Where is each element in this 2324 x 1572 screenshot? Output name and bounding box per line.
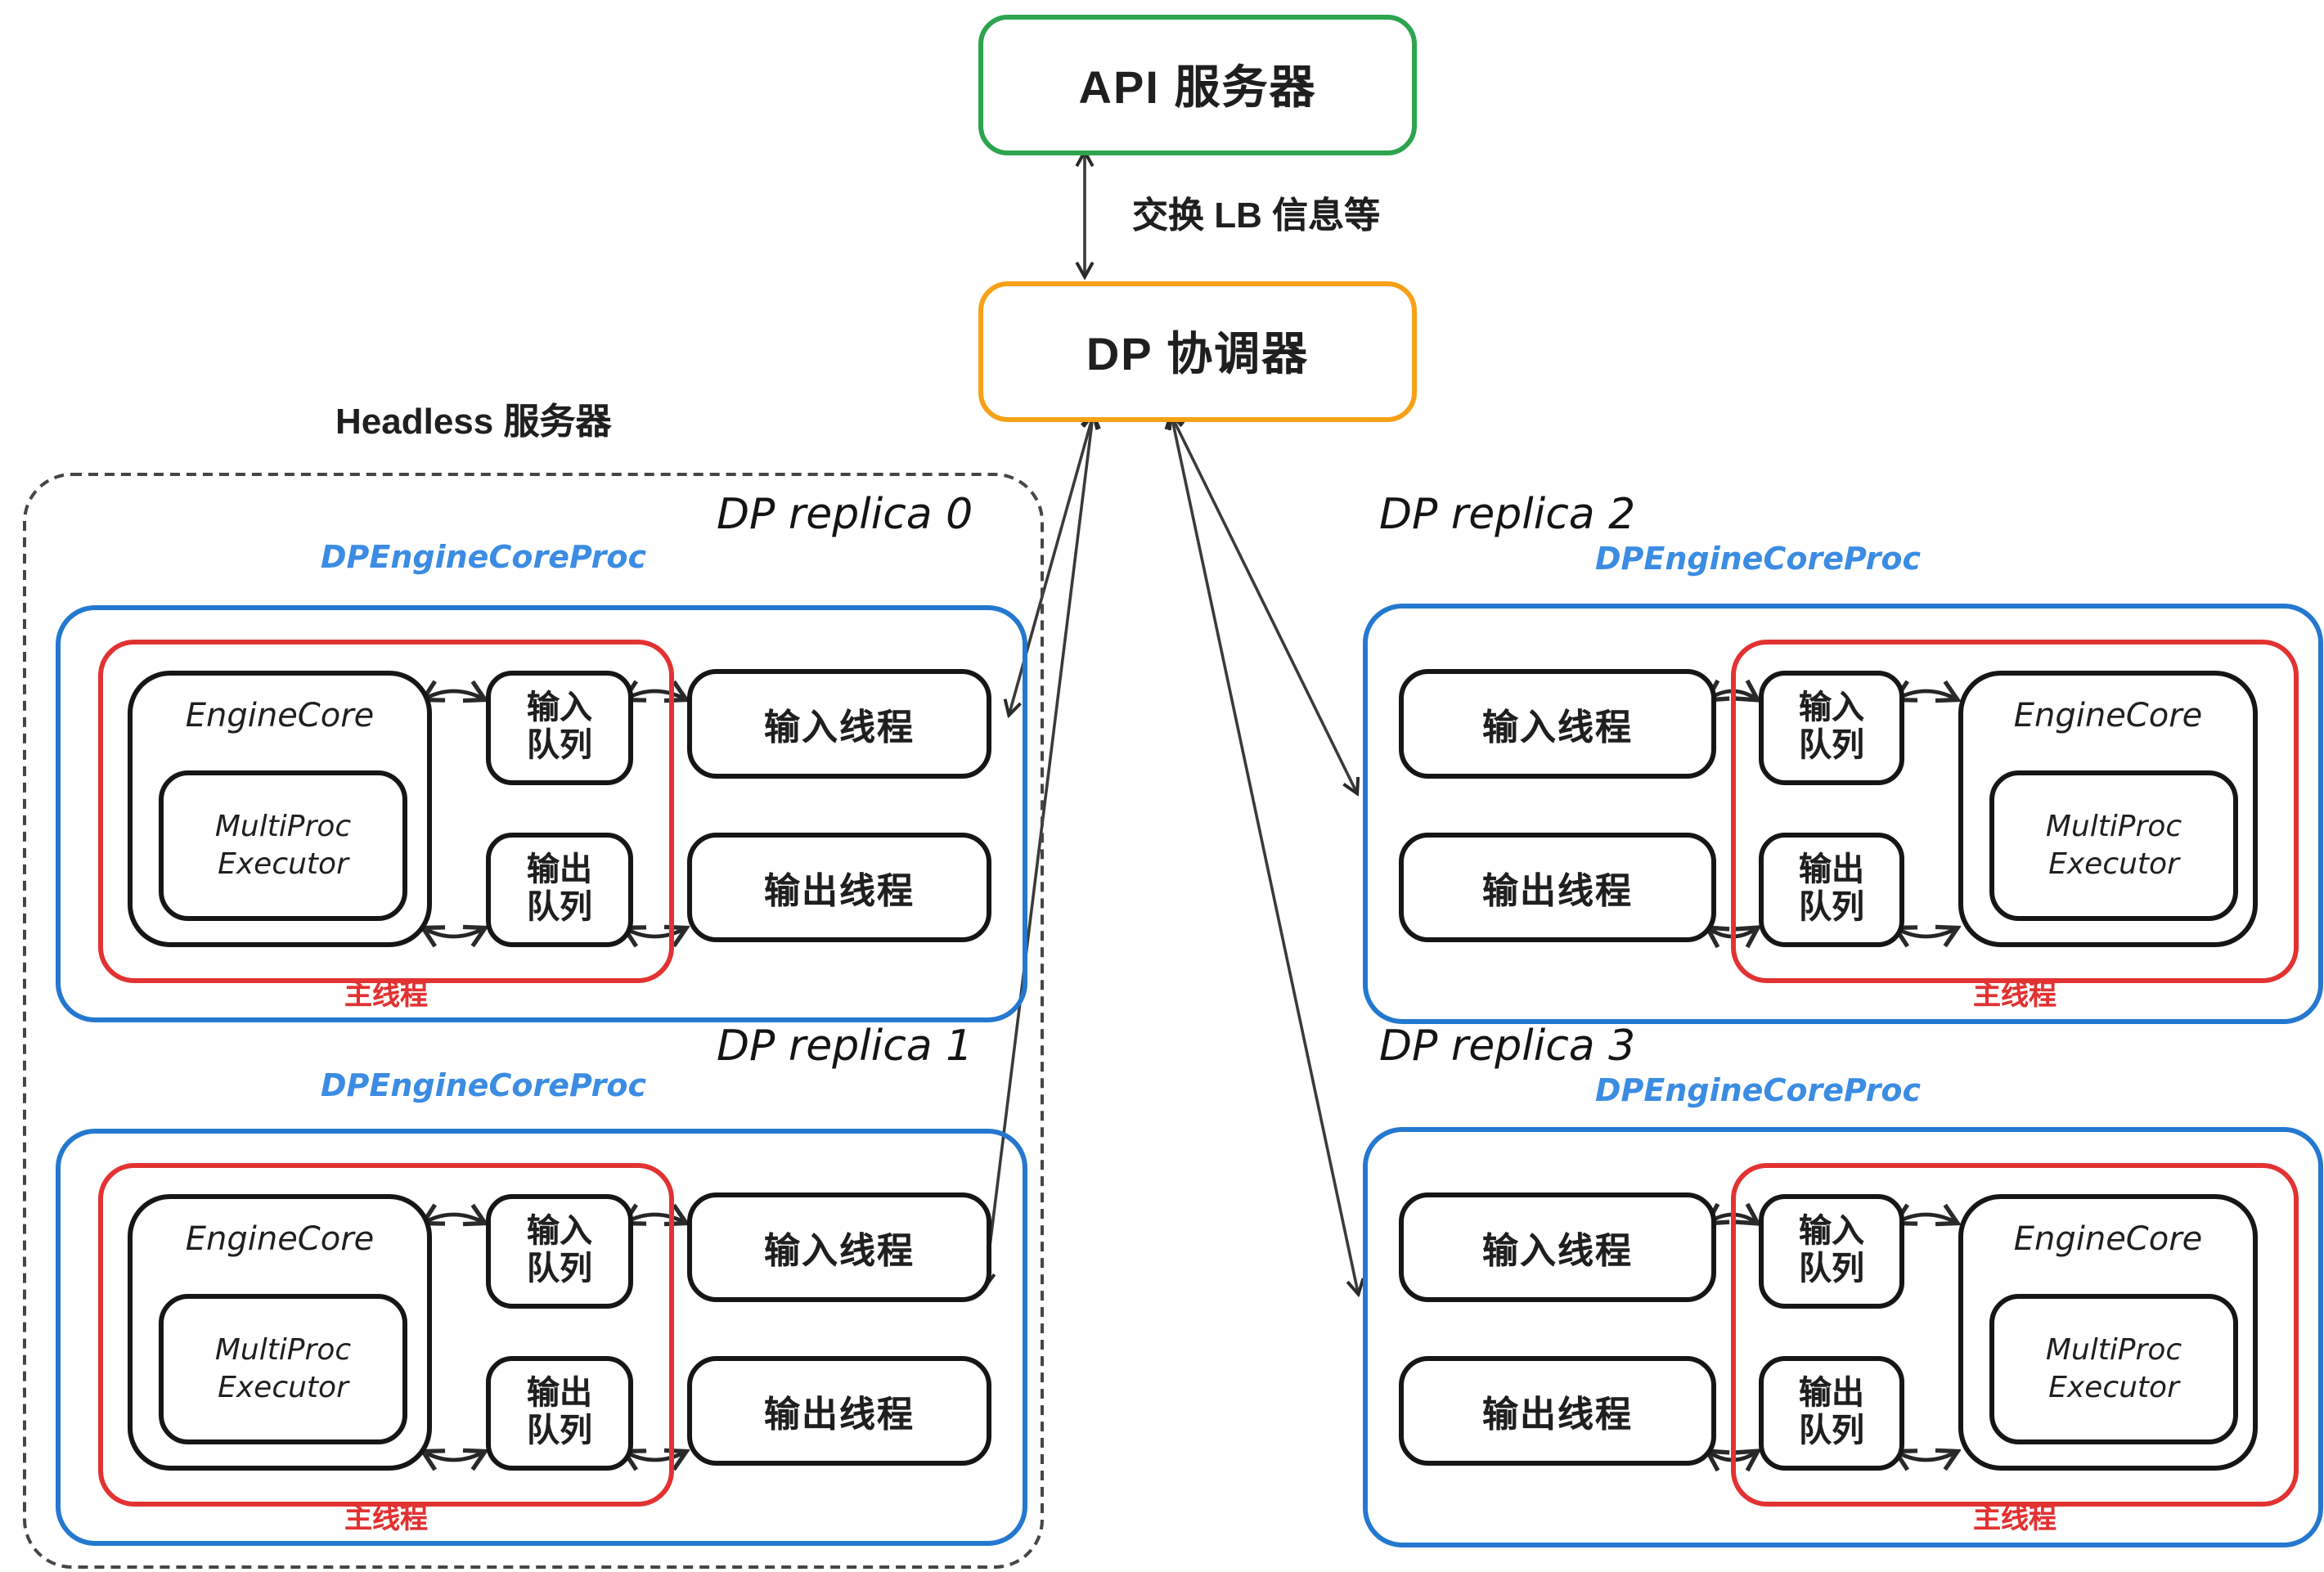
headless-server-label: Headless 服务器 xyxy=(335,401,612,442)
replica-2-output-queue-label: 输出队列 xyxy=(1799,852,1864,926)
replica-2-output-thread-label: 输出线程 xyxy=(1481,869,1633,910)
replica-1-output-queue-box: 输出队列 xyxy=(486,1356,633,1471)
replica-2-multiproc-executor-label: MultiProc Executor xyxy=(2045,809,2182,882)
replica-3-input-thread-label: 输入线程 xyxy=(1481,1229,1633,1270)
arrow-coordinator-replica2 xyxy=(1171,415,1356,792)
replica-3-engine-core-box: EngineCore MultiProc Executor xyxy=(1958,1194,2258,1471)
replica-0-multiproc-executor-label: MultiProc Executor xyxy=(214,809,352,882)
dp-coordinator-label: DP 协调器 xyxy=(1086,329,1310,380)
replica-2-box: 主线程 输入线程 输出线程 输入队列 输出队列 EngineCore Multi… xyxy=(1363,604,2323,1024)
replica-3-output-queue-box: 输出队列 xyxy=(1759,1356,1904,1471)
replica-0-output-queue-box: 输出队列 xyxy=(486,833,633,947)
replica-2-input-queue-box: 输入队列 xyxy=(1759,671,1904,785)
replica-2-multiproc-executor-box: MultiProc Executor xyxy=(1989,770,2238,921)
replica-2-proc-label: DPEngineCoreProc xyxy=(1595,541,1922,577)
replica-0-multiproc-executor-box: MultiProc Executor xyxy=(159,770,407,921)
replica-1-engine-core-label: EngineCore xyxy=(185,1219,375,1258)
replica-1-output-thread-box: 输出线程 xyxy=(687,1356,991,1466)
replica-2-input-thread-label: 输入线程 xyxy=(1481,706,1633,747)
replica-0-box: 主线程 EngineCore MultiProc Executor 输入队列 输… xyxy=(56,605,1027,1022)
replica-3-input-queue-box: 输入队列 xyxy=(1759,1194,1904,1309)
replica-1-input-queue-label: 输入队列 xyxy=(527,1214,592,1287)
replica-3-input-queue-label: 输入队列 xyxy=(1799,1214,1864,1287)
replica-2-main-thread-box: 主线程 xyxy=(1731,640,2299,1011)
arrow-coordinator-replica3 xyxy=(1171,415,1358,1292)
replica-1-main-thread-label: 主线程 xyxy=(344,1503,428,1534)
replica-1-output-queue-label: 输出队列 xyxy=(527,1376,592,1449)
replica-0-main-thread-label: 主线程 xyxy=(344,980,428,1011)
replica-0-output-thread-label: 输出线程 xyxy=(763,869,915,910)
headless-server-group xyxy=(23,473,1044,1569)
api-server-node: API 服务器 xyxy=(978,15,1417,155)
exchange-lb-label: 交换 LB 信息等 xyxy=(1132,195,1381,236)
replica-3-input-thread-box: 输入线程 xyxy=(1399,1192,1716,1302)
replica-3-output-queue-label: 输出队列 xyxy=(1799,1376,1864,1449)
api-server-label: API 服务器 xyxy=(1078,62,1317,113)
replica-1-input-queue-box: 输入队列 xyxy=(486,1194,633,1309)
replica-3-output-thread-label: 输出线程 xyxy=(1481,1393,1633,1434)
replica-2-main-thread-label: 主线程 xyxy=(1973,980,2057,1011)
replica-3-title: DP replica 3 xyxy=(1379,1022,1636,1071)
replica-2-output-queue-box: 输出队列 xyxy=(1759,833,1904,947)
replica-0-output-thread-box: 输出线程 xyxy=(687,833,991,942)
replica-2-input-thread-box: 输入线程 xyxy=(1399,669,1716,779)
replica-0-input-queue-label: 输入队列 xyxy=(527,690,592,764)
replica-2-input-queue-label: 输入队列 xyxy=(1799,690,1864,764)
replica-2-title: DP replica 2 xyxy=(1379,491,1636,540)
replica-1-main-thread-box: 主线程 xyxy=(98,1163,674,1534)
replica-3-box: 主线程 输入线程 输出线程 输入队列 输出队列 EngineCore Multi… xyxy=(1363,1127,2323,1547)
replica-2-engine-core-box: EngineCore MultiProc Executor xyxy=(1958,671,2258,947)
replica-1-input-thread-box: 输入线程 xyxy=(687,1192,991,1302)
dp-coordinator-node: DP 协调器 xyxy=(978,281,1417,422)
replica-3-multiproc-executor-box: MultiProc Executor xyxy=(1989,1294,2238,1444)
replica-2-engine-core-label: EngineCore xyxy=(2013,695,2203,734)
replica-1-title: DP replica 1 xyxy=(717,1022,973,1071)
replica-3-main-thread-label: 主线程 xyxy=(1973,1503,2057,1534)
replica-3-output-thread-box: 输出线程 xyxy=(1399,1356,1716,1466)
replica-0-output-queue-label: 输出队列 xyxy=(527,852,592,926)
replica-1-box: 主线程 EngineCore MultiProc Executor 输入队列 输… xyxy=(56,1129,1027,1546)
replica-1-multiproc-executor-box: MultiProc Executor xyxy=(159,1294,407,1444)
replica-0-engine-core-box: EngineCore MultiProc Executor xyxy=(128,671,432,947)
replica-1-proc-label: DPEngineCoreProc xyxy=(321,1068,647,1104)
replica-3-engine-core-label: EngineCore xyxy=(2013,1219,2203,1258)
replica-1-output-thread-label: 输出线程 xyxy=(763,1393,915,1434)
replica-3-main-thread-box: 主线程 xyxy=(1731,1163,2299,1534)
replica-0-input-thread-label: 输入线程 xyxy=(763,706,915,747)
replica-0-engine-core-label: EngineCore xyxy=(185,695,375,734)
replica-0-main-thread-box: 主线程 xyxy=(98,640,674,1011)
replica-2-output-thread-box: 输出线程 xyxy=(1399,833,1716,942)
replica-3-proc-label: DPEngineCoreProc xyxy=(1595,1073,1922,1109)
replica-1-engine-core-box: EngineCore MultiProc Executor xyxy=(128,1194,432,1471)
replica-1-input-thread-label: 输入线程 xyxy=(763,1229,915,1270)
replica-0-title: DP replica 0 xyxy=(717,491,973,540)
replica-3-multiproc-executor-label: MultiProc Executor xyxy=(2045,1332,2182,1405)
replica-0-proc-label: DPEngineCoreProc xyxy=(321,540,647,576)
replica-0-input-queue-box: 输入队列 xyxy=(486,671,633,785)
replica-1-multiproc-executor-label: MultiProc Executor xyxy=(214,1332,352,1405)
replica-0-input-thread-box: 输入线程 xyxy=(687,669,991,779)
